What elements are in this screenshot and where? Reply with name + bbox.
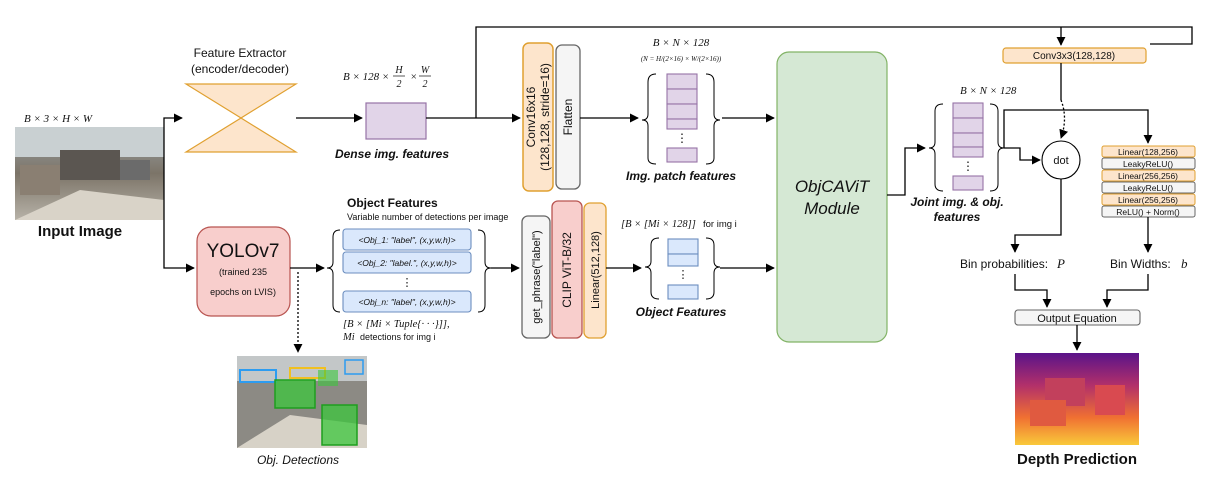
mlp-layer-5: Linear(256,256): [1118, 195, 1178, 205]
obj-item-n: [342, 290, 472, 313]
patch-sub: (N = H/(2×16) × W/(2×16)): [641, 55, 722, 63]
dense-dims: B × 128 × H 2 × W 2: [343, 65, 431, 90]
svg-text:Bin probabilities:: Bin probabilities:: [960, 257, 1048, 271]
clip-block: [551, 200, 583, 339]
obj-dims-1: [B × [Mi × Tuple{· · ·}]],: [343, 319, 450, 330]
joint-bracket-left: [928, 103, 944, 192]
get-phrase-block: [521, 215, 551, 339]
yolo-sub-1: (trained 235: [219, 267, 267, 277]
input-image: [15, 127, 164, 220]
obj-item-2: [342, 251, 472, 274]
detections-label: Obj. Detections: [257, 453, 339, 467]
patch-bracket-left: [641, 73, 657, 165]
depth-prediction-image: [1015, 353, 1139, 445]
joint-label-1: Joint img. & obj.: [910, 195, 1003, 209]
conv16-label-1: Conv16x16: [524, 86, 538, 147]
objfeat-token-stack: [667, 238, 699, 300]
svg-text:×: ×: [410, 71, 417, 83]
joint-token-stack: [952, 102, 984, 191]
output-equation-label: Output Equation: [1037, 313, 1117, 325]
svg-text:W: W: [421, 65, 431, 76]
obj-detections-image: [237, 356, 367, 448]
objfeat-bracket-right: [705, 237, 721, 300]
obj-dims-2: Mi detections for img i: [342, 332, 436, 343]
obj-bracket-left: [326, 229, 341, 313]
svg-text:[B × [Mi × 128]]: [B × [Mi × 128]]: [621, 219, 696, 230]
joint-label-2: features: [934, 210, 981, 224]
yolo-title: YOLOv7: [207, 241, 280, 262]
joint-dims: B × N × 128: [960, 85, 1017, 97]
object-features-title: Object Features: [347, 196, 438, 210]
objcavit-label-1: ObjCAViT: [795, 177, 871, 196]
mlp-layer-2: LeakyReLU(): [1123, 159, 1173, 169]
svg-text:P: P: [1056, 256, 1065, 271]
extractor-title-1: Feature Extractor: [194, 46, 287, 60]
depth-label: Depth Prediction: [1017, 451, 1137, 468]
obj-ellipsis: ⋮: [402, 277, 413, 289]
extractor-title-2: (encoder/decoder): [191, 62, 289, 76]
yolo-block: [196, 226, 291, 317]
mlp-layer-4: LeakyReLU(): [1123, 183, 1173, 193]
obj-bracket-right: [477, 229, 492, 313]
obj-feat-dims: [B × [Mi × 128]] for img i: [621, 219, 737, 230]
svg-text:H: H: [394, 65, 403, 76]
mlp-layer-1: Linear(128,256): [1118, 147, 1178, 157]
patch-ellipsis: ⋮: [676, 131, 688, 145]
objfeat-bracket-left: [644, 237, 660, 300]
svg-text:detections for img i: detections for img i: [360, 332, 436, 342]
flatten-label: Flatten: [561, 99, 575, 136]
svg-text:Mi: Mi: [342, 332, 355, 343]
svg-text:2: 2: [423, 79, 428, 90]
dot-label: dot: [1053, 155, 1068, 167]
dense-label: Dense img. features: [335, 147, 449, 161]
joint-ellipsis: ⋮: [962, 159, 974, 173]
get-phrase-label: get_phrase("label"): [531, 230, 543, 323]
joint-bracket-right: [989, 103, 1005, 192]
clip-label: CLIP ViT-B/32: [560, 232, 574, 308]
obj-item-1: [342, 228, 472, 251]
svg-text:B × 128 ×: B × 128 ×: [343, 71, 389, 83]
conv16-label-2: (128,128, stride=16): [538, 63, 552, 171]
connectors: [163, 26, 1193, 353]
objfeat-label: Object Features: [636, 305, 727, 319]
obj-item-2-label: <Obj_2: "label.", (x,y,w,h)>: [357, 258, 456, 268]
bin-probabilities-label: Bin probabilities: P: [960, 256, 1065, 271]
patch-bracket-right: [705, 73, 721, 165]
mlp-layer-6: ReLU() + Norm(): [1116, 207, 1180, 217]
feature-extractor-bowtie: [183, 83, 299, 153]
patch-dims: B × N × 128: [653, 37, 710, 49]
patch-token-stack: [666, 73, 698, 163]
svg-text:2: 2: [397, 79, 402, 90]
mlp-stack: [1101, 145, 1196, 218]
objcavit-label-2: Module: [804, 199, 860, 218]
input-label: Input Image: [38, 223, 122, 240]
svg-text:b: b: [1181, 256, 1188, 271]
objcavit-module: [776, 51, 888, 343]
bin-widths-label: Bin Widths: b: [1110, 256, 1188, 271]
obj-item-1-label: <Obj_1: "label", (x,y,w,h)>: [358, 235, 455, 245]
svg-text:Bin Widths:: Bin Widths:: [1110, 257, 1171, 271]
linear-obj-label: Linear(512,128): [590, 231, 602, 309]
object-features-sub: Variable number of detections per image: [347, 212, 508, 222]
conv3x3-label: Conv3x3(128,128): [1033, 51, 1115, 62]
obj-item-n-label: <Obj_n: "label", (x,y,w,h)>: [358, 297, 455, 307]
conv16-block: [522, 42, 554, 192]
patch-label: Img. patch features: [626, 169, 736, 183]
mlp-layer-3: Linear(256,256): [1118, 171, 1178, 181]
flatten-block: [555, 44, 581, 190]
conv3x3-block: [1002, 47, 1147, 64]
linear-obj-block: [583, 202, 607, 339]
yolo-sub-2: epochs on LVIS): [210, 287, 276, 297]
svg-text:for img i: for img i: [703, 219, 737, 230]
input-dims: B × 3 × H × W: [24, 113, 93, 125]
objfeat-ellipsis: ⋮: [678, 269, 689, 281]
dense-feature-block: [365, 102, 427, 140]
